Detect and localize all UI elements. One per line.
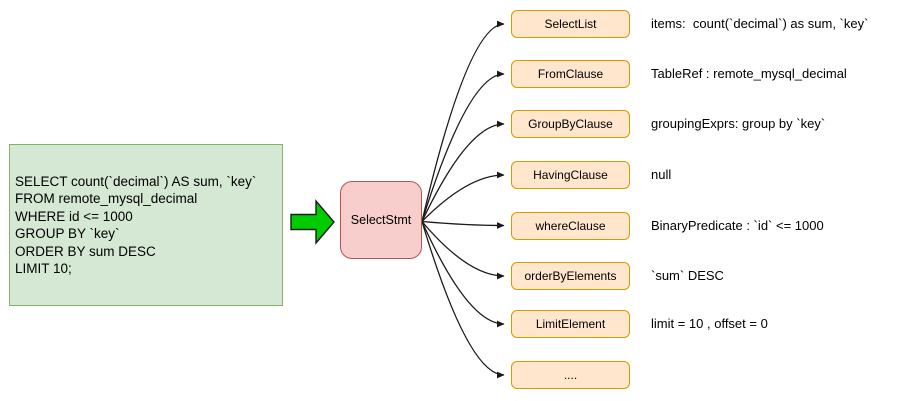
clause-desc-orderbyelements: `sum` DESC — [651, 268, 724, 283]
clause-node-groupbyclause: GroupByClause — [511, 110, 630, 138]
clause-desc-selectlist: items: count(`decimal`) as sum, `key` — [651, 16, 869, 31]
connector-limitelement — [421, 221, 505, 328]
sql-line: SELECT count(`decimal`) AS sum, `key` — [15, 173, 257, 189]
sql-line: ORDER BY sum DESC — [15, 243, 156, 259]
clause-node-label: orderByElements — [524, 269, 617, 283]
clause-node-limitelement: LimitElement — [511, 310, 630, 338]
clause-desc-limitelement: limit = 10 , offset = 0 — [651, 316, 768, 331]
sql-line: FROM remote_mysql_decimal — [15, 191, 198, 206]
clause-node-more: .... — [511, 361, 630, 389]
clause-node-whereclause: whereClause — [511, 211, 630, 240]
sql-line: LIMIT 10; — [15, 261, 72, 276]
sql-line: WHERE id <= 1000 — [15, 208, 133, 224]
connector-havingclause — [421, 171, 505, 222]
green-right-arrow-icon — [290, 199, 335, 245]
clause-desc-havingclause: null — [651, 167, 672, 182]
connector-orderbyelements — [421, 221, 505, 280]
connector-whereclause — [421, 220, 505, 229]
clause-node-label: GroupByClause — [528, 117, 613, 131]
clause-node-label: SelectList — [544, 17, 597, 31]
select-stmt-node: SelectStmt — [340, 181, 422, 259]
clause-node-label: HavingClause — [533, 168, 608, 182]
connector-fromclause — [421, 70, 505, 222]
clause-desc-groupbyclause: groupingExprs: group by `key` — [651, 116, 826, 131]
clause-node-fromclause: FromClause — [511, 60, 630, 88]
connector-more — [421, 221, 505, 379]
fanout-connectors — [421, 20, 505, 379]
clause-node-label: FromClause — [537, 67, 604, 81]
clause-desc-fromclause: TableRef : remote_mysql_decimal — [651, 66, 847, 81]
clause-desc-whereclause: BinaryPredicate : `id` <= 1000 — [651, 217, 824, 233]
clause-node-label: .... — [563, 368, 578, 382]
connector-selectlist — [421, 20, 505, 222]
clause-node-selectlist: SelectList — [511, 10, 630, 38]
connector-groupbyclause — [421, 120, 505, 222]
sql-line: GROUP BY `key` — [15, 226, 120, 241]
clause-node-label: whereClause — [535, 218, 606, 233]
select-stmt-label: SelectStmt — [350, 213, 412, 227]
clause-node-havingclause: HavingClause — [511, 161, 630, 189]
clause-node-label: LimitElement — [535, 317, 606, 331]
clause-node-orderbyelements: orderByElements — [511, 262, 630, 290]
sql-query-box: SELECT count(`decimal`) AS sum, `key` FR… — [9, 144, 283, 306]
